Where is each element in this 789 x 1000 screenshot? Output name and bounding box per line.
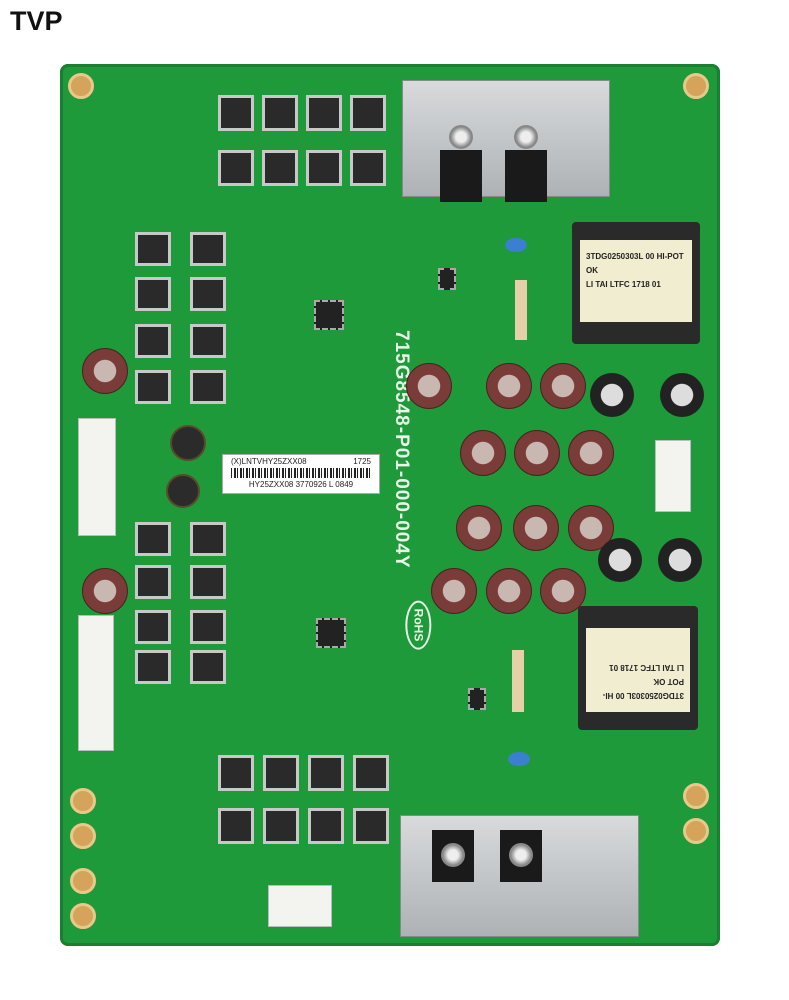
- electrolytic-capacitor: [82, 348, 128, 394]
- mounting-pad: [683, 783, 709, 809]
- mosfet: [135, 277, 171, 311]
- electrolytic-capacitor: [456, 505, 502, 551]
- mosfet: [190, 565, 226, 599]
- mosfet: [135, 370, 171, 404]
- electrolytic-capacitor-black: [590, 373, 634, 417]
- mosfet: [262, 150, 298, 186]
- mosfet: [190, 370, 226, 404]
- electrolytic-capacitor: [514, 430, 560, 476]
- screw: [509, 843, 533, 867]
- power-transistor: [440, 150, 482, 202]
- rohs-mark: RoHS: [405, 600, 432, 650]
- mounting-pad: [70, 903, 96, 929]
- mosfet: [263, 755, 299, 791]
- inductor: [166, 474, 200, 508]
- electrolytic-capacitor: [486, 568, 532, 614]
- electrolytic-capacitor-black: [660, 373, 704, 417]
- mosfet: [218, 808, 254, 844]
- transformer-label-2: LI TAI LTFC 1718 01: [586, 280, 661, 289]
- brand-title: TVP: [10, 6, 63, 36]
- electrolytic-capacitor: [568, 430, 614, 476]
- transformer-bottom: 3TDG0250303L 00 HI-POT OK LI TAI LTFC 171…: [578, 606, 698, 730]
- mosfet: [350, 150, 386, 186]
- barcode: [231, 468, 371, 478]
- electrolytic-capacitor: [431, 568, 477, 614]
- mounting-pad: [683, 818, 709, 844]
- transformer-top: 3TDG0250303L 00 HI-POT OK LI TAI LTFC 171…: [572, 222, 700, 344]
- sticker-code: (X)LNTVHY25ZXX08: [231, 457, 307, 466]
- controller-ic: [316, 618, 346, 648]
- connector-bottom: [268, 885, 332, 927]
- mosfet: [190, 610, 226, 644]
- electrolytic-capacitor: [486, 363, 532, 409]
- pcb-board: [60, 64, 720, 946]
- mosfet: [308, 755, 344, 791]
- mosfet: [306, 150, 342, 186]
- barcode-sticker: (X)LNTVHY25ZXX08 1725 HY25ZXX08 3770926 L…: [222, 454, 380, 494]
- mosfet: [218, 755, 254, 791]
- capacitor-blue: [505, 238, 527, 252]
- mosfet: [190, 277, 226, 311]
- mosfet: [135, 522, 171, 556]
- electrolytic-capacitor: [513, 505, 559, 551]
- screw: [441, 843, 465, 867]
- small-ic: [438, 268, 456, 290]
- mounting-pad: [683, 73, 709, 99]
- electrolytic-capacitor: [82, 568, 128, 614]
- mosfet: [135, 324, 171, 358]
- mosfet: [353, 755, 389, 791]
- connector-right: [655, 440, 691, 512]
- electrolytic-capacitor: [406, 363, 452, 409]
- mosfet: [135, 610, 171, 644]
- electrolytic-capacitor: [460, 430, 506, 476]
- connector-left-top: [78, 418, 116, 536]
- mosfet: [135, 232, 171, 266]
- capacitor-blue: [508, 752, 530, 766]
- transformer-label: 3TDG0250303L 00 HI-POT OK: [586, 252, 684, 275]
- sticker-serial: HY25ZXX08 3770926 L 0849: [248, 480, 354, 489]
- resistor: [515, 280, 527, 340]
- transformer-label-2: LI TAI LTFC 1718 01: [609, 663, 684, 672]
- mosfet: [135, 565, 171, 599]
- power-transistor: [505, 150, 547, 202]
- controller-ic: [314, 300, 344, 330]
- sticker-date: 1725: [353, 457, 371, 466]
- mosfet: [190, 650, 226, 684]
- electrolytic-capacitor-black: [658, 538, 702, 582]
- transformer-label: 3TDG0250303L 00 HI-POT OK: [602, 677, 684, 700]
- board-part-number: 715G8548-P01-000-004Y: [391, 330, 412, 569]
- mounting-pad: [70, 868, 96, 894]
- connector-left-bottom: [78, 615, 114, 751]
- screw: [514, 125, 538, 149]
- mosfet: [306, 95, 342, 131]
- mounting-pad: [70, 788, 96, 814]
- electrolytic-capacitor: [540, 363, 586, 409]
- mosfet: [218, 150, 254, 186]
- resistor: [512, 650, 524, 712]
- mosfet: [262, 95, 298, 131]
- mosfet: [135, 650, 171, 684]
- mosfet: [263, 808, 299, 844]
- inductor: [170, 425, 206, 461]
- mosfet: [308, 808, 344, 844]
- mosfet: [218, 95, 254, 131]
- mosfet: [190, 232, 226, 266]
- mounting-pad: [68, 73, 94, 99]
- screw: [449, 125, 473, 149]
- mosfet: [190, 522, 226, 556]
- mosfet: [190, 324, 226, 358]
- mounting-pad: [70, 823, 96, 849]
- electrolytic-capacitor-black: [598, 538, 642, 582]
- mosfet: [350, 95, 386, 131]
- small-ic: [468, 688, 486, 710]
- mosfet: [353, 808, 389, 844]
- electrolytic-capacitor: [540, 568, 586, 614]
